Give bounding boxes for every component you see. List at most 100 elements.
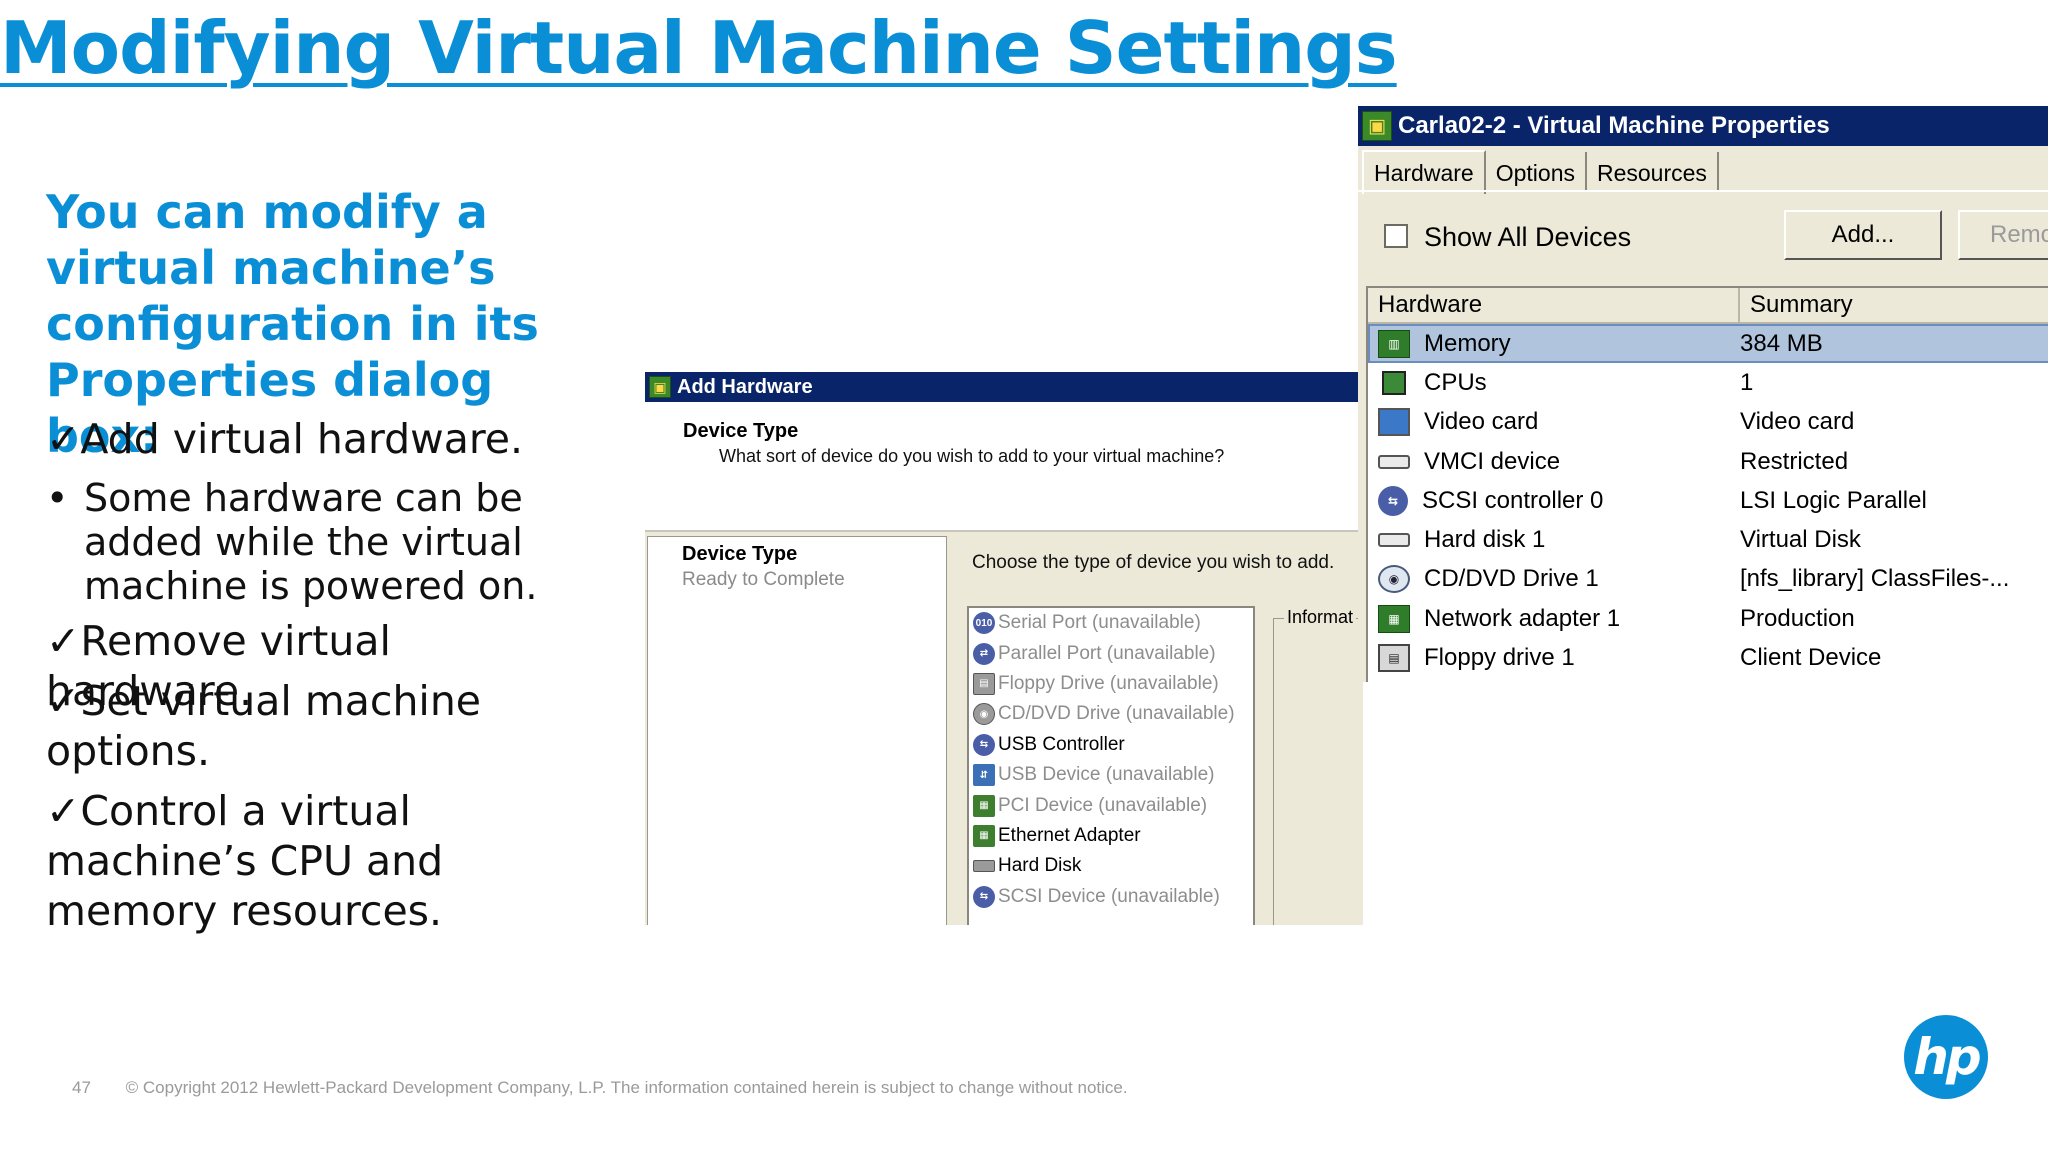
device-item-parallel-port[interactable]: ⇄Parallel Port (unavailable) (969, 638, 1253, 668)
vm-properties-panel: Hardware Options Resources Show All Devi… (1358, 146, 2048, 682)
bullet-text: Remove virtual hardware. (46, 617, 391, 715)
row-summary: Client Device (1740, 644, 1882, 672)
pci-device-icon: ▦ (973, 794, 995, 817)
row-summary: [nfs_library] ClassFiles-... (1740, 565, 2010, 593)
scsi-controller-icon: ⇆ (1378, 485, 1408, 516)
row-summary: 1 (1740, 368, 1754, 396)
table-row-cd-dvd-drive[interactable]: ◉CD/DVD Drive 1 [nfs_library] ClassFiles… (1368, 560, 2048, 599)
device-item-scsi-device[interactable]: ⇆SCSI Device (unavailable) (969, 882, 1253, 912)
device-item-usb-device[interactable]: ⇵USB Device (unavailable) (969, 760, 1253, 790)
nav-step-device-type[interactable]: Device Type (682, 543, 798, 565)
memory-icon: ▥ (1378, 329, 1410, 358)
row-hardware-name: SCSI controller 0 (1422, 486, 1604, 514)
check-icon: ✓ (46, 415, 81, 463)
tab-divider (1358, 190, 2048, 192)
floppy-icon: ▤ (973, 672, 995, 695)
show-all-devices-checkbox[interactable] (1384, 224, 1408, 248)
network-adapter-icon: ▦ (1378, 604, 1410, 633)
device-item-pci-device[interactable]: ▦PCI Device (unavailable) (969, 790, 1253, 820)
wizard-body: Device Type Ready to Complete Choose the… (645, 532, 1363, 925)
row-summary: Production (1740, 604, 1855, 632)
table-row-vmci-device[interactable]: VMCI device Restricted (1368, 442, 2048, 481)
table-row-hard-disk[interactable]: Hard disk 1 Virtual Disk (1368, 520, 2048, 559)
ethernet-adapter-icon: ▦ (973, 824, 995, 847)
row-summary: Restricted (1740, 447, 1849, 475)
information-label: Informat (1284, 607, 1357, 628)
tab-options[interactable]: Options (1486, 152, 1587, 190)
device-prompt: Choose the type of device you wish to ad… (972, 552, 1335, 573)
copyright-notice: © Copyright 2012 Hewlett-Packard Develop… (125, 1078, 1128, 1097)
information-groupbox: Informat (1273, 607, 1363, 925)
column-header-summary[interactable]: Summary (1740, 288, 2048, 322)
bullet-control-resources: ✓Control a virtual machine’s CPU and mem… (46, 786, 606, 936)
device-item-ethernet-adapter[interactable]: ▦Ethernet Adapter (969, 821, 1253, 851)
serial-port-icon: 010 (973, 612, 995, 635)
add-button[interactable]: Add... (1784, 210, 1942, 260)
row-summary: Video card (1740, 408, 1855, 436)
video-card-icon (1378, 408, 1410, 437)
wizard-header: Device Type What sort of device do you w… (645, 402, 1363, 502)
vm-properties-titlebar: ▣ Carla02-2 - Virtual Machine Properties (1358, 106, 2048, 146)
row-hardware-name: Memory (1424, 329, 1511, 357)
row-summary: 384 MB (1740, 329, 1823, 357)
bullet-remove-hardware: ✓Remove virtual hardware. (46, 616, 606, 716)
slide-footer: 47 © Copyright 2012 Hewlett-Packard Deve… (72, 1078, 1128, 1098)
add-hardware-title: Add Hardware (677, 376, 813, 398)
nav-step-ready[interactable]: Ready to Complete (682, 569, 845, 590)
table-row-network-adapter[interactable]: ▦ Network adapter 1 Production (1368, 599, 2048, 638)
device-item-cd-dvd[interactable]: ◉CD/DVD Drive (unavailable) (969, 699, 1253, 729)
device-item-usb-controller[interactable]: ⇆USB Controller (969, 730, 1253, 760)
row-hardware-name: Network adapter 1 (1424, 604, 1621, 632)
vmci-device-icon (1378, 454, 1410, 469)
tab-resources[interactable]: Resources (1587, 152, 1719, 190)
hard-disk-icon (1378, 533, 1410, 548)
page-number: 47 (72, 1078, 91, 1097)
header-divider (645, 530, 1363, 532)
row-hardware-name: Floppy drive 1 (1424, 644, 1575, 672)
check-icon: ✓ (46, 677, 81, 725)
bullet-set-options: ✓Set virtual machine options. (46, 676, 606, 776)
row-hardware-name: Video card (1424, 408, 1539, 436)
bullet-text: Set virtual machine options. (46, 677, 482, 775)
hp-logo: hp (1904, 1015, 1988, 1099)
cd-dvd-icon: ◉ (973, 703, 995, 726)
bullet-text: Control a virtual machine’s CPU and memo… (46, 787, 444, 935)
row-hardware-name: Hard disk 1 (1424, 526, 1546, 554)
row-summary: Virtual Disk (1740, 526, 1861, 554)
parallel-port-icon: ⇄ (973, 642, 995, 665)
wizard-steps-nav: Device Type Ready to Complete (647, 536, 947, 925)
show-all-devices-label[interactable]: Show All Devices (1424, 222, 1632, 252)
device-item-hard-disk[interactable]: Hard Disk (969, 851, 1253, 881)
device-item-floppy[interactable]: ▤Floppy Drive (unavailable) (969, 669, 1253, 699)
check-icon: ✓ (46, 787, 81, 835)
tab-hardware[interactable]: Hardware (1362, 150, 1486, 194)
usb-controller-icon: ⇆ (973, 733, 995, 756)
remove-button[interactable]: Remo (1958, 210, 2048, 260)
table-row-memory[interactable]: ▥ Memory 384 MB (1368, 324, 2048, 364)
cd-dvd-icon: ◉ (1378, 565, 1410, 594)
vsphere-app-icon: ▣ (649, 376, 671, 398)
add-hardware-dialog: ▣ Add Hardware Device Type What sort of … (645, 372, 1363, 925)
sub-bullet-text: Some hardware can be added while the vir… (84, 476, 538, 608)
usb-device-icon: ⇵ (973, 764, 995, 787)
bullet-dot-icon: • (46, 476, 69, 520)
scsi-device-icon: ⇆ (973, 885, 995, 908)
vsphere-app-icon: ▣ (1362, 111, 1392, 141)
row-hardware-name: CPUs (1424, 368, 1487, 396)
table-row-scsi-controller[interactable]: ⇆ SCSI controller 0 LSI Logic Parallel (1368, 481, 2048, 520)
column-header-hardware[interactable]: Hardware (1368, 288, 1740, 322)
table-row-floppy-drive[interactable]: ▤Floppy drive 1 Client Device (1368, 638, 2048, 677)
table-row-cpus[interactable]: CPUs 1 (1368, 363, 2048, 402)
lead-text: You can modify a virtual machine’s confi… (46, 185, 539, 463)
table-row-video-card[interactable]: Video card Video card (1368, 403, 2048, 442)
vm-properties-title: Carla02-2 - Virtual Machine Properties (1398, 112, 1830, 139)
add-hardware-titlebar: ▣ Add Hardware (645, 372, 1363, 402)
tab-bar: Hardware Options Resources (1362, 150, 1719, 194)
slide-title: Modifying Virtual Machine Settings (0, 6, 1398, 90)
sub-bullet-hot-add: • Some hardware can be added while the v… (46, 476, 586, 608)
row-hardware-name: VMCI device (1424, 447, 1561, 475)
bullet-add-hardware: ✓Add virtual hardware. (46, 414, 606, 464)
row-summary: LSI Logic Parallel (1740, 486, 1927, 514)
